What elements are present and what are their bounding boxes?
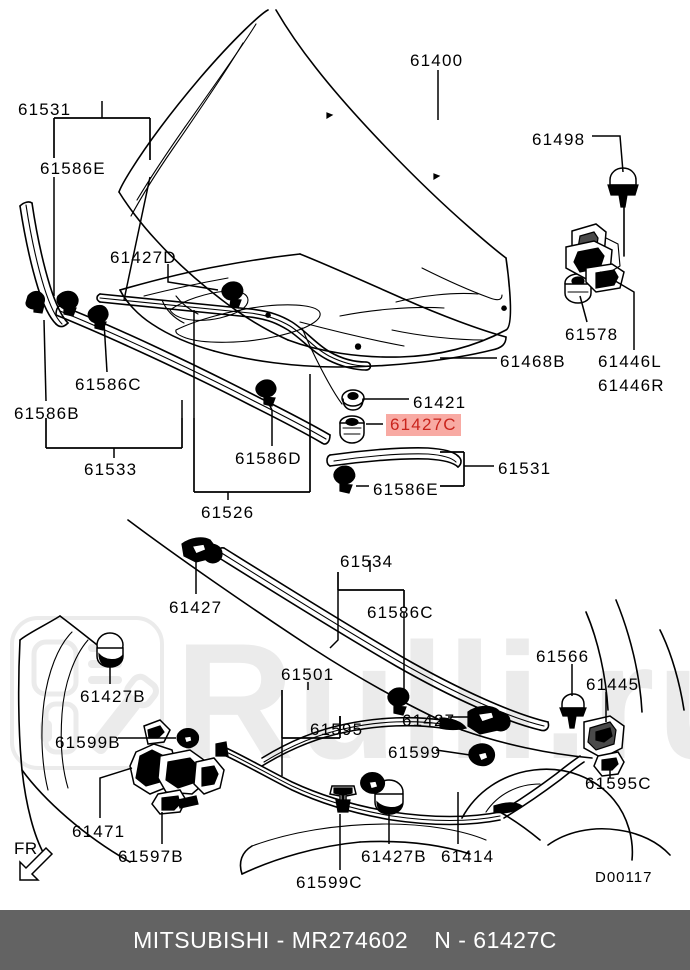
clip-61586d [255, 379, 277, 407]
part-number-label: 61531 [18, 100, 72, 119]
release-lever-assembly [493, 693, 625, 819]
orientation-label-fr: FR [14, 839, 38, 858]
footer-text: MITSUBISHI - MR274602 N - 61427C [133, 927, 557, 954]
clip-61427-mid [467, 705, 511, 735]
part-number-label: 61427 [402, 711, 456, 730]
clip-61599-mid [468, 743, 496, 767]
part-number-label: 61533 [84, 460, 138, 479]
weatherstrip-61531-right [326, 447, 462, 468]
hood-latch-61471 [129, 719, 225, 815]
weatherstrip-61526 [96, 293, 372, 371]
clip-61427d [221, 281, 244, 309]
part-number-label: 61599 [388, 743, 442, 762]
part-number-label: 61446L [598, 352, 662, 371]
part-number-label: 61586D [235, 449, 302, 468]
part-number-label: 61595C [585, 774, 652, 793]
part-number-label: 61445 [586, 675, 640, 694]
part-number-label: 61427B [361, 847, 427, 866]
part-number-label: 61526 [201, 503, 255, 522]
part-number-label: 61427B [80, 687, 146, 706]
hood-hinge-assembly [564, 167, 639, 304]
part-number-label: 61597B [118, 847, 184, 866]
clip-61599c [329, 785, 357, 813]
grommet-61421 [341, 389, 365, 411]
footer-bar: MITSUBISHI - MR274602 N - 61427C [0, 910, 690, 970]
part-number-label: 61586C [367, 603, 434, 622]
part-number-label: 61586C [75, 375, 142, 394]
part-number-label-highlighted: 61427C [386, 414, 461, 436]
clip-61599b [176, 728, 200, 749]
part-number-label: 61471 [72, 822, 126, 841]
part-number-label: 61586E [40, 159, 106, 178]
part-number-label: 61400 [410, 51, 464, 70]
part-number-label: 61501 [281, 665, 335, 684]
weatherstrip-61534 [215, 547, 550, 732]
part-number-label: 61427D [110, 248, 177, 267]
part-number-label: 61586B [14, 404, 80, 423]
part-number-label: 61414 [441, 847, 495, 866]
clip-61427-upper-lower [181, 537, 223, 564]
hood-panel-outline [118, 9, 512, 358]
part-number-label: 61534 [340, 552, 394, 571]
hood-insulator-panel [119, 253, 507, 405]
part-number-label: 61421 [413, 393, 467, 412]
grommet-61427c [339, 415, 365, 444]
clip-bottom-small [360, 772, 386, 794]
footer-node-label: N - 61427C [434, 926, 557, 953]
cable-61414 [499, 811, 541, 841]
clip-61586c-lower [387, 687, 410, 716]
part-number-label: 61446R [598, 376, 665, 395]
clip-61586e [333, 465, 356, 494]
part-number-label: 61599B [55, 733, 121, 752]
part-number-label: 61468B [500, 352, 566, 371]
part-number-label: 61578 [565, 325, 619, 344]
footer-brand-part: MITSUBISHI - MR274602 [133, 926, 409, 953]
weatherstrip-61531-left [19, 201, 69, 328]
part-number-label: 61586E [373, 480, 439, 499]
exploded-parts-artwork: .ln{fill:none;stroke:#000;stroke-width:1… [17, 9, 685, 881]
part-number-label: 61599C [296, 873, 363, 892]
part-number-label: 61531 [498, 459, 552, 478]
part-number-label: 61566 [536, 647, 590, 666]
fr-direction-arrow [19, 846, 54, 881]
part-number-label: 61595 [310, 720, 364, 739]
part-number-label: 61427 [169, 598, 223, 617]
drawing-code-label: D00117 [595, 869, 653, 886]
part-number-label: 61498 [532, 130, 586, 149]
